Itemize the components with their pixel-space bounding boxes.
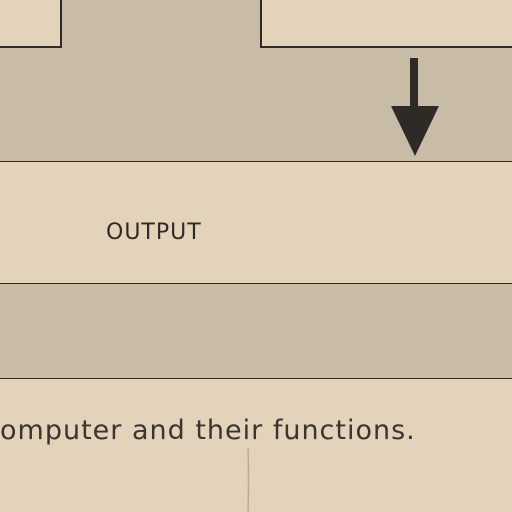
output-label: OUTPUT [106, 220, 202, 245]
output-band [0, 162, 512, 284]
figure-caption: omputer and their functions. [0, 415, 416, 446]
down-arrow-icon [391, 58, 439, 156]
caption-area [0, 379, 512, 512]
paper-crease [247, 448, 250, 512]
upper-left-box [0, 0, 62, 48]
upper-right-box [260, 0, 512, 48]
lower-shaded-band [0, 284, 512, 379]
